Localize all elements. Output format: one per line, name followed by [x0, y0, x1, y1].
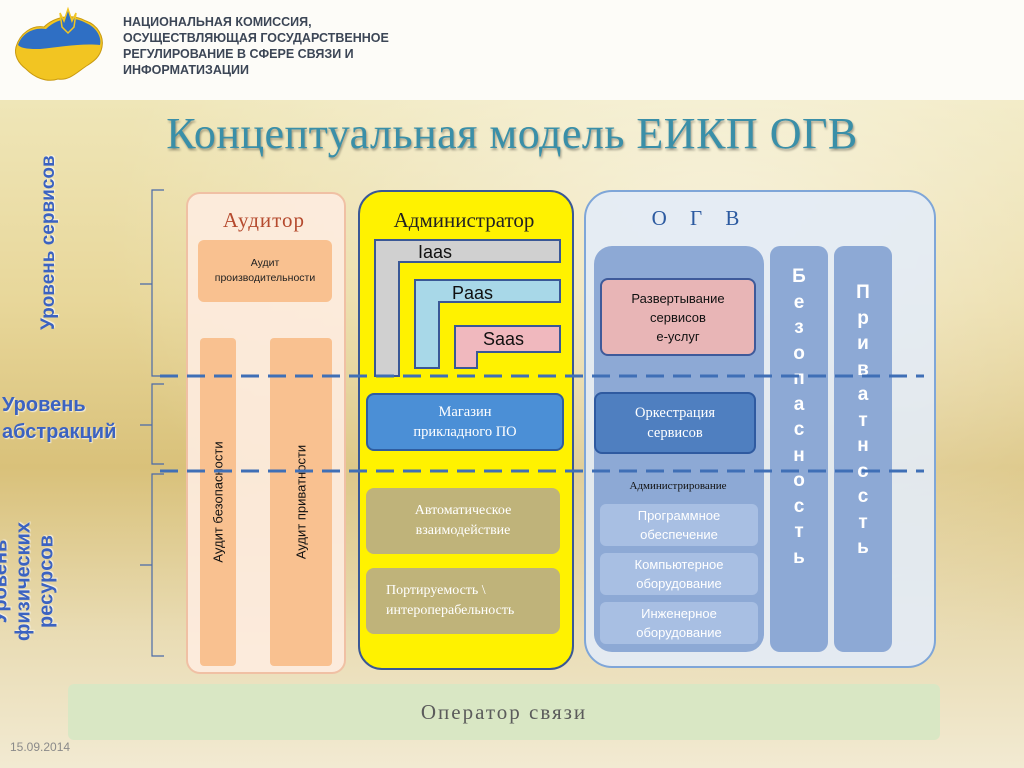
box-line: оборудование — [636, 625, 722, 640]
box-line: е-услуг — [656, 328, 700, 344]
slide-title: Концептуальная модель ЕИКП ОГВ — [166, 109, 858, 158]
administration-label: Администрирование — [629, 480, 727, 492]
org-line: РЕГУЛИРОВАНИЕ В СФЕРЕ СВЯЗИ И — [123, 47, 354, 61]
security-column: Б е з о п а с н о с т ь — [770, 246, 828, 652]
trident-icon — [59, 6, 77, 35]
org-line: ИНФОРМАТИЗАЦИИ — [123, 63, 249, 77]
box-line: Магазин — [438, 404, 492, 420]
org-line: НАЦИОНАЛЬНАЯ КОМИССИЯ, — [123, 15, 312, 29]
paas-layer — [414, 279, 561, 369]
security-audit-column: Аудит безопасности — [200, 338, 236, 666]
auditor-title: Аудитор — [186, 208, 342, 233]
auto-interaction-box: Автоматическое взаимодействие — [366, 488, 560, 554]
box-line: сервисов — [647, 425, 703, 441]
box-line: Развертывание — [631, 290, 725, 306]
column-label: Б е з о п а с н о с т ь — [792, 266, 806, 568]
service-deployment-box: Развертывание сервисов е-услуг — [600, 278, 756, 356]
label-line: абстракций — [2, 421, 117, 443]
box-line: Инженерное — [641, 606, 717, 621]
software-box: Программное обеспечение — [600, 504, 758, 546]
privacy-column: П р и в а т н о с т ь — [834, 246, 892, 652]
box-line: производительности — [214, 272, 316, 284]
portability-box: Портируемость \ интероперабельность — [366, 568, 560, 634]
box-line: оборудование — [636, 576, 722, 591]
box-line: интероперабельность — [386, 603, 515, 618]
box-line: прикладного ПО — [413, 424, 517, 440]
header-bar — [0, 0, 1024, 100]
level-abstractions-label: Уровень абстракций — [2, 392, 116, 446]
administrator-title: Администратор — [393, 208, 535, 232]
org-line: ОСУЩЕСТВЛЯЮЩАЯ ГОСУДАРСТВЕННОЕ — [123, 31, 389, 45]
performance-audit-box: Аудит производительности — [198, 240, 332, 302]
box-line: Компьютерное — [634, 557, 724, 572]
organization-name: НАЦИОНАЛЬНАЯ КОМИССИЯ, ОСУЩЕСТВЛЯЮЩАЯ ГО… — [123, 14, 403, 78]
label-line: Уровень — [2, 394, 86, 416]
box-line: Программное — [637, 508, 721, 523]
box-line: Оркестрация — [634, 405, 716, 421]
privacy-audit-column: Аудит приватности — [270, 338, 332, 666]
box-line: обеспечение — [640, 527, 718, 542]
iaas-layer — [374, 239, 561, 377]
paas-label: Paas — [452, 283, 494, 303]
saas-label: Saas — [483, 329, 525, 349]
box-line: взаимодействие — [415, 523, 511, 538]
box-line: Портируемость \ — [386, 583, 486, 598]
slide-date: 15.09.2014 — [10, 740, 71, 754]
orchestration-box: Оркестрация сервисов — [594, 392, 756, 454]
box-line: Аудит — [250, 257, 280, 269]
engineering-equipment-box: Инженерное оборудование — [600, 602, 758, 644]
iaas-label: Iaas — [418, 242, 453, 262]
telecom-operator-bar: Оператор связи — [68, 684, 940, 740]
box-line: Автоматическое — [414, 503, 512, 518]
saas-layer — [454, 325, 561, 369]
ukraine-map-logo — [15, 6, 103, 81]
box-line: сервисов — [650, 309, 706, 325]
app-store-box: Магазин прикладного ПО — [366, 393, 564, 451]
computer-hardware-box: Компьютерное оборудование — [600, 553, 758, 595]
auditor-title-text: Аудитор — [222, 208, 306, 232]
ogv-title: О Г В — [651, 206, 749, 230]
